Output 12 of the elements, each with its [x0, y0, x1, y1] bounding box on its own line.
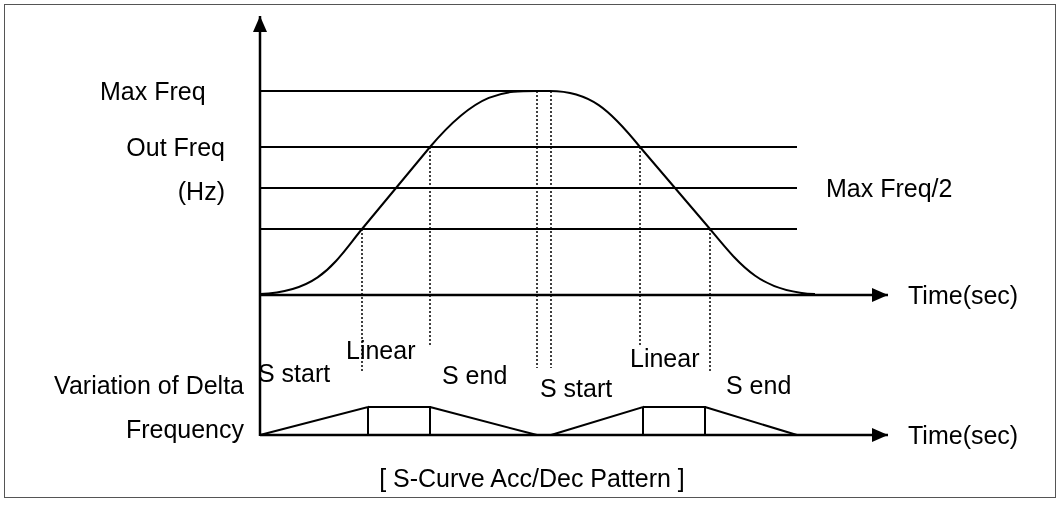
- axis-label: Out Freq (Hz): [125, 132, 225, 207]
- caption: [ S-Curve Acc/Dec Pattern ]: [378, 463, 686, 494]
- axis-label: Time(sec): [908, 420, 1019, 451]
- phase-label: S end: [442, 360, 508, 391]
- level-label: Max Freq/2: [826, 173, 953, 204]
- axis-label: Variation of Delta Frequency: [53, 370, 244, 445]
- phase-label: Linear: [346, 335, 416, 366]
- phase-label: Linear: [630, 343, 700, 374]
- phase-label: S end: [726, 370, 792, 401]
- axis-label: Time(sec): [908, 280, 1019, 311]
- phase-label: S start: [540, 373, 613, 404]
- axis-tick-label: Max Freq: [100, 76, 206, 107]
